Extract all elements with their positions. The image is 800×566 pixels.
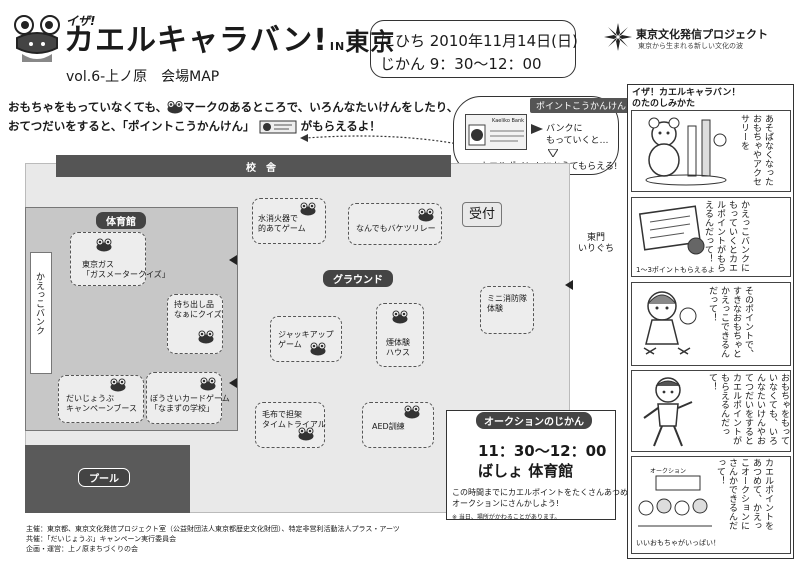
bubble-bank-text: バンクに もっていくと… [546, 124, 609, 146]
map-subtitle: vol.6-上ノ原 会場MAP [66, 69, 220, 85]
organization-star-icon [604, 23, 632, 51]
bank-counter-illustration [638, 205, 705, 255]
frog-mark-icon [310, 342, 326, 356]
booth-label: 水消火器で的あてゲーム [258, 214, 306, 233]
auction-place: ばしょ 体育館 [478, 462, 574, 480]
frog-mark-icon [110, 378, 126, 392]
point-ticket-icon [259, 120, 297, 133]
frog-mark-icon [200, 377, 216, 391]
school-building [56, 155, 451, 177]
credit-planning: 企画・運営：上ノ原まちづくりの会 [26, 545, 138, 553]
frog-mark-icon [300, 202, 316, 216]
kaekko-bank-label: かえっこバンク [34, 272, 44, 335]
intro-line-1: おもちゃをもっていなくても、マークのあるところで、いろんなたいけんをしたり、 [8, 100, 459, 114]
east-entrance-marker [565, 280, 573, 290]
auction-note: ※ 当日、場所がかわることがあります。 [452, 514, 561, 521]
auction-crowd-illustration [638, 475, 712, 527]
frog-mark-icon [418, 208, 434, 222]
gym-entrance-marker [229, 378, 237, 388]
how-to-step-4: おもちゃをもっていなくても、いろんなたいけんやおてつだいをするとカエルポイントが… [707, 373, 789, 445]
intro-line-2: おてつだいをすると、「ポイントこうかんけん」 がもらえるよ！ [8, 119, 381, 133]
point-ticket-tab: ポイントこうかんけん [530, 98, 633, 113]
booth-daijoubu-campaign [58, 375, 144, 423]
frog-mark-icon [167, 101, 183, 114]
credit-co-organizer: 共催：「だいじょうぶ」キャンペーン実行委員会 [26, 535, 177, 543]
how-to-step-1: あそばなくなったおもちゃやアクセサリーを [739, 114, 773, 186]
booth-label: ジャッキアップゲーム [278, 330, 334, 349]
auction-time: 11：30〜12：00 [478, 442, 607, 460]
auction-description: この時間までにカエルポイントをたくさんあつめて、 オークションにさんかしよう! [452, 488, 644, 508]
organization-name: 東京文化発信プロジェクト [636, 28, 768, 41]
booth-label: ミニ消防隊体験 [487, 294, 527, 313]
how-to-step-3: そのポイントで、すきなおもちゃとかえっこできるんだって！ [707, 286, 753, 358]
ticket-card-art [468, 124, 524, 146]
frog-mark-icon [298, 427, 314, 441]
school-building-label: 校 舎 [246, 163, 276, 174]
frog-mark-icon [392, 310, 408, 324]
ground-label: グラウンド [323, 270, 393, 287]
auction-sign-text: オークション [650, 468, 687, 475]
booth-label: 持ち出し品なぁにクイズ [174, 300, 222, 319]
toy-bear-illustration [645, 117, 727, 186]
booth-water-extinguisher [252, 198, 326, 244]
booth-label: AED訓練 [372, 422, 405, 431]
organization-tagline: 東京から生まれる新しい文化の波 [638, 42, 743, 50]
event-date: にひち 2010年11月14日(日) [380, 32, 578, 50]
booth-label: だいじょうぶキャンペーンブース [66, 394, 137, 413]
gym-entrance-marker [229, 255, 237, 265]
title-prefix: イザ! [66, 14, 96, 28]
booth-label: なんでもバケツリレー [356, 224, 436, 233]
girl-with-toy-illustration [643, 291, 697, 355]
arrow-down-icon [548, 149, 558, 157]
date-time-box [370, 20, 576, 78]
running-boy-illustration [643, 377, 693, 447]
how-to-step-2-caption: 1〜3ポイントもらえるよ [636, 266, 715, 274]
point-ticket-card: Kaeliko Bank [465, 114, 527, 150]
bubble-pointer-arrow [300, 134, 459, 145]
east-gate-label: 東門 いりぐち [578, 233, 615, 254]
booth-label: ぼうさいカードゲーム「なまずの学校」 [150, 394, 230, 413]
booth-label: 毛布で担架タイムトライアル [262, 410, 326, 429]
booth-carryout-quiz [167, 294, 223, 354]
how-to-step-5: カエルポイントをあつめて、かえっこオークションにさんかできるんだって！ [715, 458, 773, 530]
pool-label: プール [78, 468, 130, 487]
frog-mascot-logo [14, 15, 60, 62]
reception-desk: 受付 [462, 202, 502, 227]
how-to-play-title: イザ！カエルキャラバン！ のたのしみかた [632, 88, 741, 109]
gymnasium-label: 体育館 [96, 212, 146, 229]
arrow-right-icon [531, 124, 543, 134]
how-to-step-2: かえっこバンクにもっていくとカエルポイントがもらえるんだって！ [703, 200, 749, 272]
how-to-step-5-caption: いいおもちゃがいっぱい！ [636, 539, 720, 547]
booth-aed-training [362, 402, 434, 448]
booth-jack-up-game [270, 316, 342, 362]
event-time: じかん 9：30〜12：00 [380, 55, 542, 73]
frog-mark-icon [404, 405, 420, 419]
credit-organizer: 主催：東京都、東京文化発信プロジェクト室（公益財団法人東京都歴史文化財団）、特定… [26, 525, 400, 533]
page-title: カエルキャラバン!IN東京 [64, 23, 396, 58]
frog-mark-icon [96, 238, 112, 252]
kaekko-bank-area [30, 252, 52, 374]
frog-mark-icon [198, 330, 214, 344]
booth-label: 煙体験ハウス [386, 338, 410, 357]
booth-blanket-stretcher [255, 402, 325, 448]
booth-mini-fire-brigade [480, 286, 534, 334]
ticket-card-title: Kaeliko Bank [492, 118, 525, 124]
booth-bucket-relay [348, 203, 442, 245]
auction-title: オークションのじかん [476, 412, 592, 429]
booth-label: 東京ガス「ガスメータークイズ」 [82, 260, 170, 279]
booth-smoke-house [376, 303, 424, 367]
